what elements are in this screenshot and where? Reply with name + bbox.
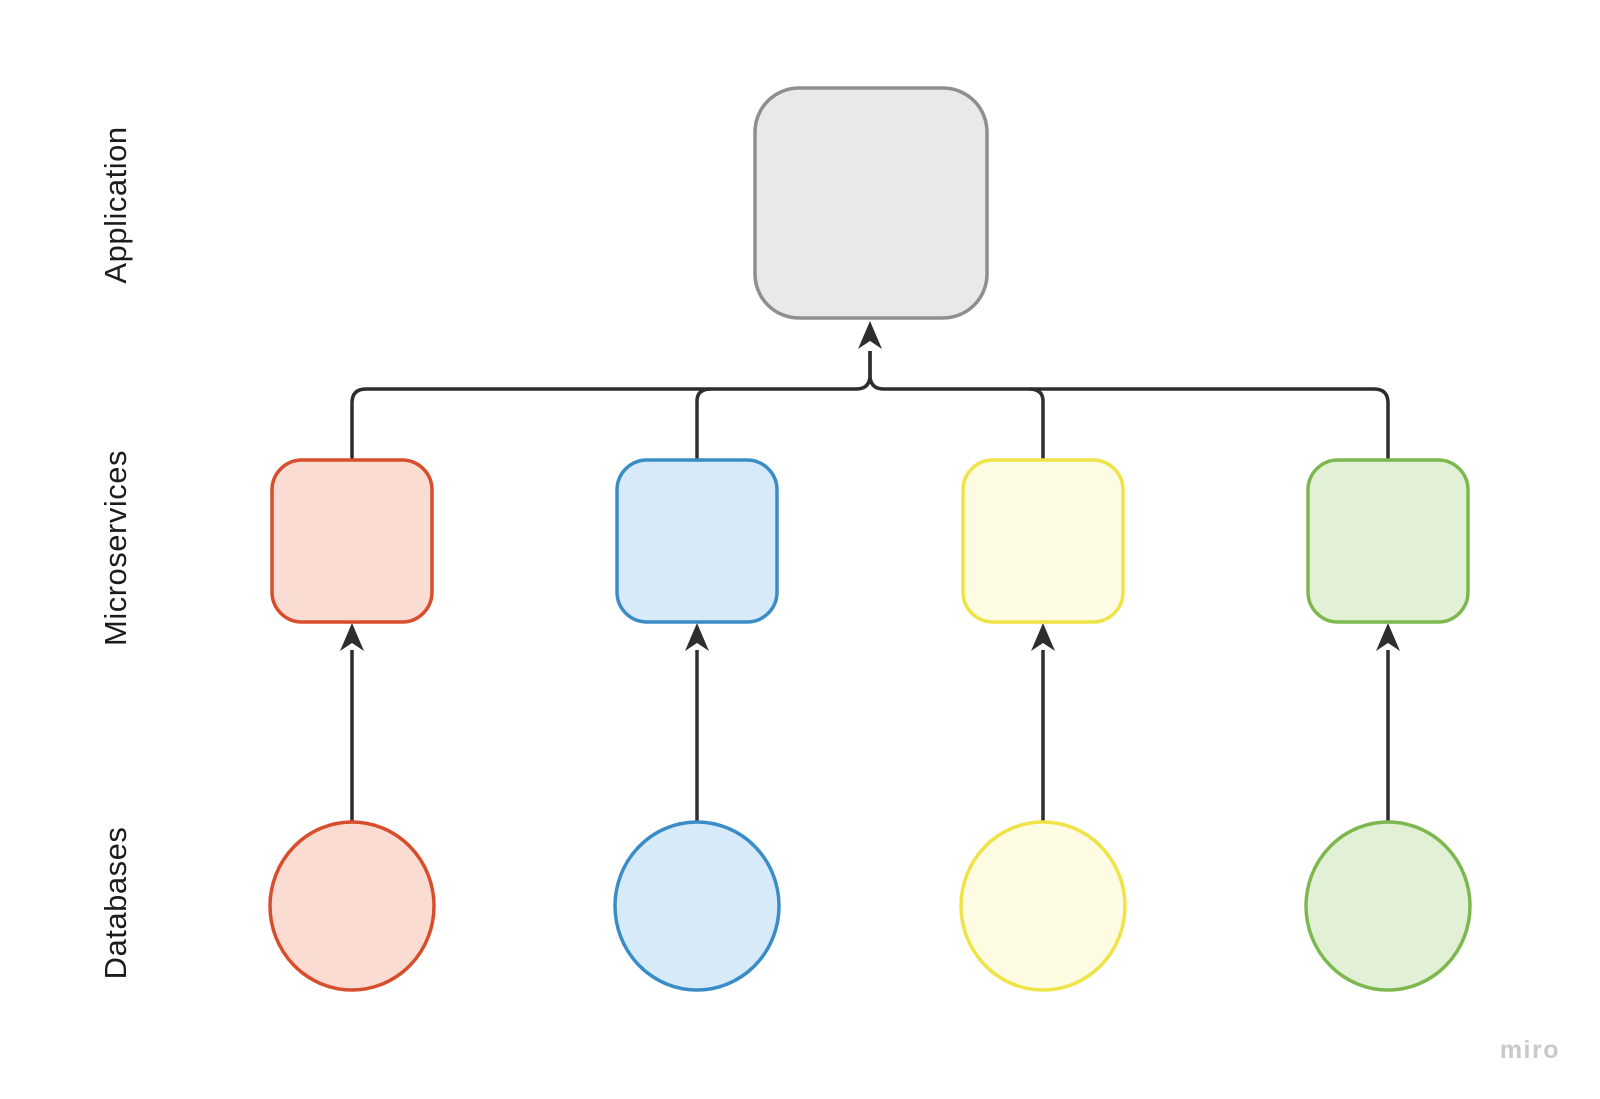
arrowhead-up-icon [1031,623,1055,651]
node-database-blue[interactable] [613,820,781,992]
arrowhead-up-icon [685,623,709,651]
node-database-yellow[interactable] [959,820,1127,992]
arrowhead-up-icon [858,321,882,349]
node-application[interactable] [753,86,989,320]
arrowhead-up-icon [340,623,364,651]
node-database-green[interactable] [1304,820,1472,992]
connector-group-databases-to-microservices [340,623,1400,821]
node-database-red[interactable] [268,820,436,992]
node-microservice-yellow[interactable] [961,458,1125,624]
connector-left-bus[interactable] [350,351,872,459]
connector-right-bus[interactable] [868,351,1390,459]
node-microservice-green[interactable] [1306,458,1470,624]
connector-drop-2[interactable] [695,387,712,459]
node-microservice-blue[interactable] [615,458,779,624]
arrowhead-up-icon [1376,623,1400,651]
node-microservice-red[interactable] [270,458,434,624]
connector-group-microservices-to-application [350,321,1390,459]
connector-drop-3[interactable] [1028,387,1045,459]
miro-watermark: miro [1499,1036,1560,1064]
